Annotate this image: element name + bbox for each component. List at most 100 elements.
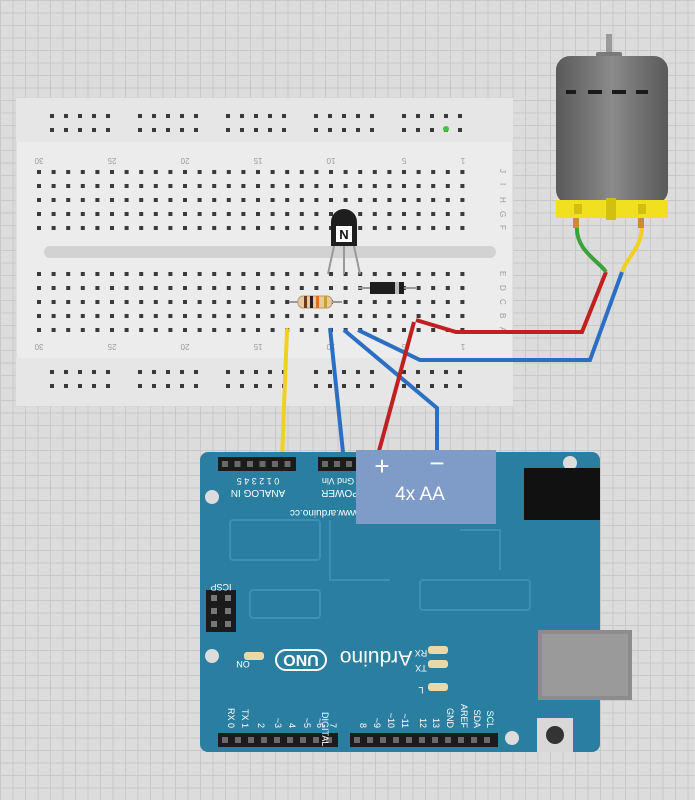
breadboard-hole [168, 198, 173, 202]
power-rail-hole [254, 384, 258, 388]
power-rail-hole [106, 128, 110, 132]
power-rail-hole [444, 114, 448, 118]
red-wire-battery-plus [374, 321, 416, 463]
breadboard-hole [241, 286, 246, 290]
power-rail-hole [240, 114, 244, 118]
power-rail-hole [64, 114, 68, 118]
battery-label: 4x AA [395, 484, 445, 505]
power-rail-hole [180, 384, 184, 388]
row-label: H [498, 197, 507, 203]
power-rail-hole [138, 384, 142, 388]
breadboard-hole [153, 226, 158, 230]
breadboard-hole [139, 272, 144, 276]
breadboard-hole [329, 272, 333, 276]
breadboard-hole [372, 328, 377, 332]
pin-label: 8 [358, 723, 368, 728]
analog-in-label: ANALOG IN [231, 487, 285, 498]
power-rail-hole [370, 114, 374, 118]
breadboard-hole [241, 314, 246, 318]
breadboard-hole [139, 286, 144, 290]
breadboard-hole [314, 170, 319, 174]
breadboard-hole [460, 300, 465, 304]
on-led [244, 652, 264, 660]
power-rail-hole [402, 128, 406, 132]
breadboard-hole [416, 226, 421, 230]
breadboard-hole [460, 212, 465, 216]
breadboard-hole [416, 328, 421, 332]
power-rail-hole [152, 384, 156, 388]
power-rail-hole [92, 114, 96, 118]
reset-button-cap[interactable] [546, 726, 564, 744]
breadboard-hole [197, 272, 202, 276]
breadboard-hole [197, 314, 202, 318]
breadboard-hole [416, 184, 421, 188]
row-label: D [498, 285, 507, 291]
power-rail-hole [226, 114, 230, 118]
pin-label: ~3 [273, 718, 283, 728]
breadboard-hole [37, 170, 41, 174]
mount-hole [205, 649, 219, 663]
breadboard-hole [95, 170, 100, 174]
breadboard-hole [124, 198, 129, 202]
header-pin [346, 461, 352, 467]
power-rail-hole [370, 370, 374, 374]
breadboard-hole [37, 314, 41, 318]
breadboard-hole [183, 198, 187, 202]
row-label: F [498, 225, 507, 230]
power-rail-hole [268, 114, 272, 118]
breadboard-hole [37, 212, 41, 216]
breadboard-hole [153, 272, 158, 276]
battery-body [356, 450, 496, 524]
breadboard-hole [241, 272, 246, 276]
row-label: C [498, 299, 507, 305]
power-rail-hole [240, 384, 244, 388]
breadboard-hole [372, 198, 377, 202]
breadboard-hole [95, 300, 100, 304]
breadboard-hole [80, 300, 85, 304]
power-rail-hole [64, 384, 68, 388]
breadboard-hole [431, 212, 436, 216]
power-rail-hole [314, 370, 318, 374]
breadboard-hole [80, 184, 85, 188]
diode-cathode-band [395, 282, 399, 294]
header-pin [445, 737, 451, 743]
breadboard-hole [372, 272, 377, 276]
breadboard-hole [153, 170, 158, 174]
breadboard-hole [153, 286, 158, 290]
breadboard-hole [270, 226, 275, 230]
breadboard-hole [445, 300, 450, 304]
tx-label: TX [415, 663, 427, 673]
breadboard-hole [183, 170, 187, 174]
breadboard-hole [153, 198, 158, 202]
breadboard-hole [226, 184, 231, 188]
breadboard-hole [226, 226, 231, 230]
power-rail-hole [240, 370, 244, 374]
breadboard-hole [37, 272, 41, 276]
breadboard-hole [314, 226, 319, 230]
l-label: L [418, 685, 423, 695]
yellow-motor-lead [620, 225, 644, 273]
breadboard-hole [387, 328, 392, 332]
breadboard-hole [358, 184, 363, 188]
breadboard-hole [256, 328, 260, 332]
on-label: ON [236, 659, 250, 669]
breadboard-hole [460, 272, 465, 276]
breadboard-hole [256, 300, 260, 304]
breadboard-hole [139, 198, 144, 202]
breadboard-hole [241, 170, 246, 174]
breadboard-hole [270, 198, 275, 202]
power-rail-hole [314, 128, 318, 132]
breadboard-hole [270, 328, 275, 332]
blue-wire-battery-minus [342, 328, 439, 462]
power-rail-hole [166, 128, 170, 132]
breadboard-hole [241, 184, 246, 188]
breadboard-hole [212, 170, 217, 174]
header-pin [406, 737, 412, 743]
arduino-url: www.arduino.cc [290, 507, 361, 518]
breadboard-hole [212, 184, 217, 188]
power-rail-hole [166, 114, 170, 118]
breadboard-hole [80, 328, 85, 332]
pin-label: RX 0 [226, 708, 236, 728]
breadboard-hole [183, 212, 187, 216]
breadboard-hole [124, 300, 129, 304]
